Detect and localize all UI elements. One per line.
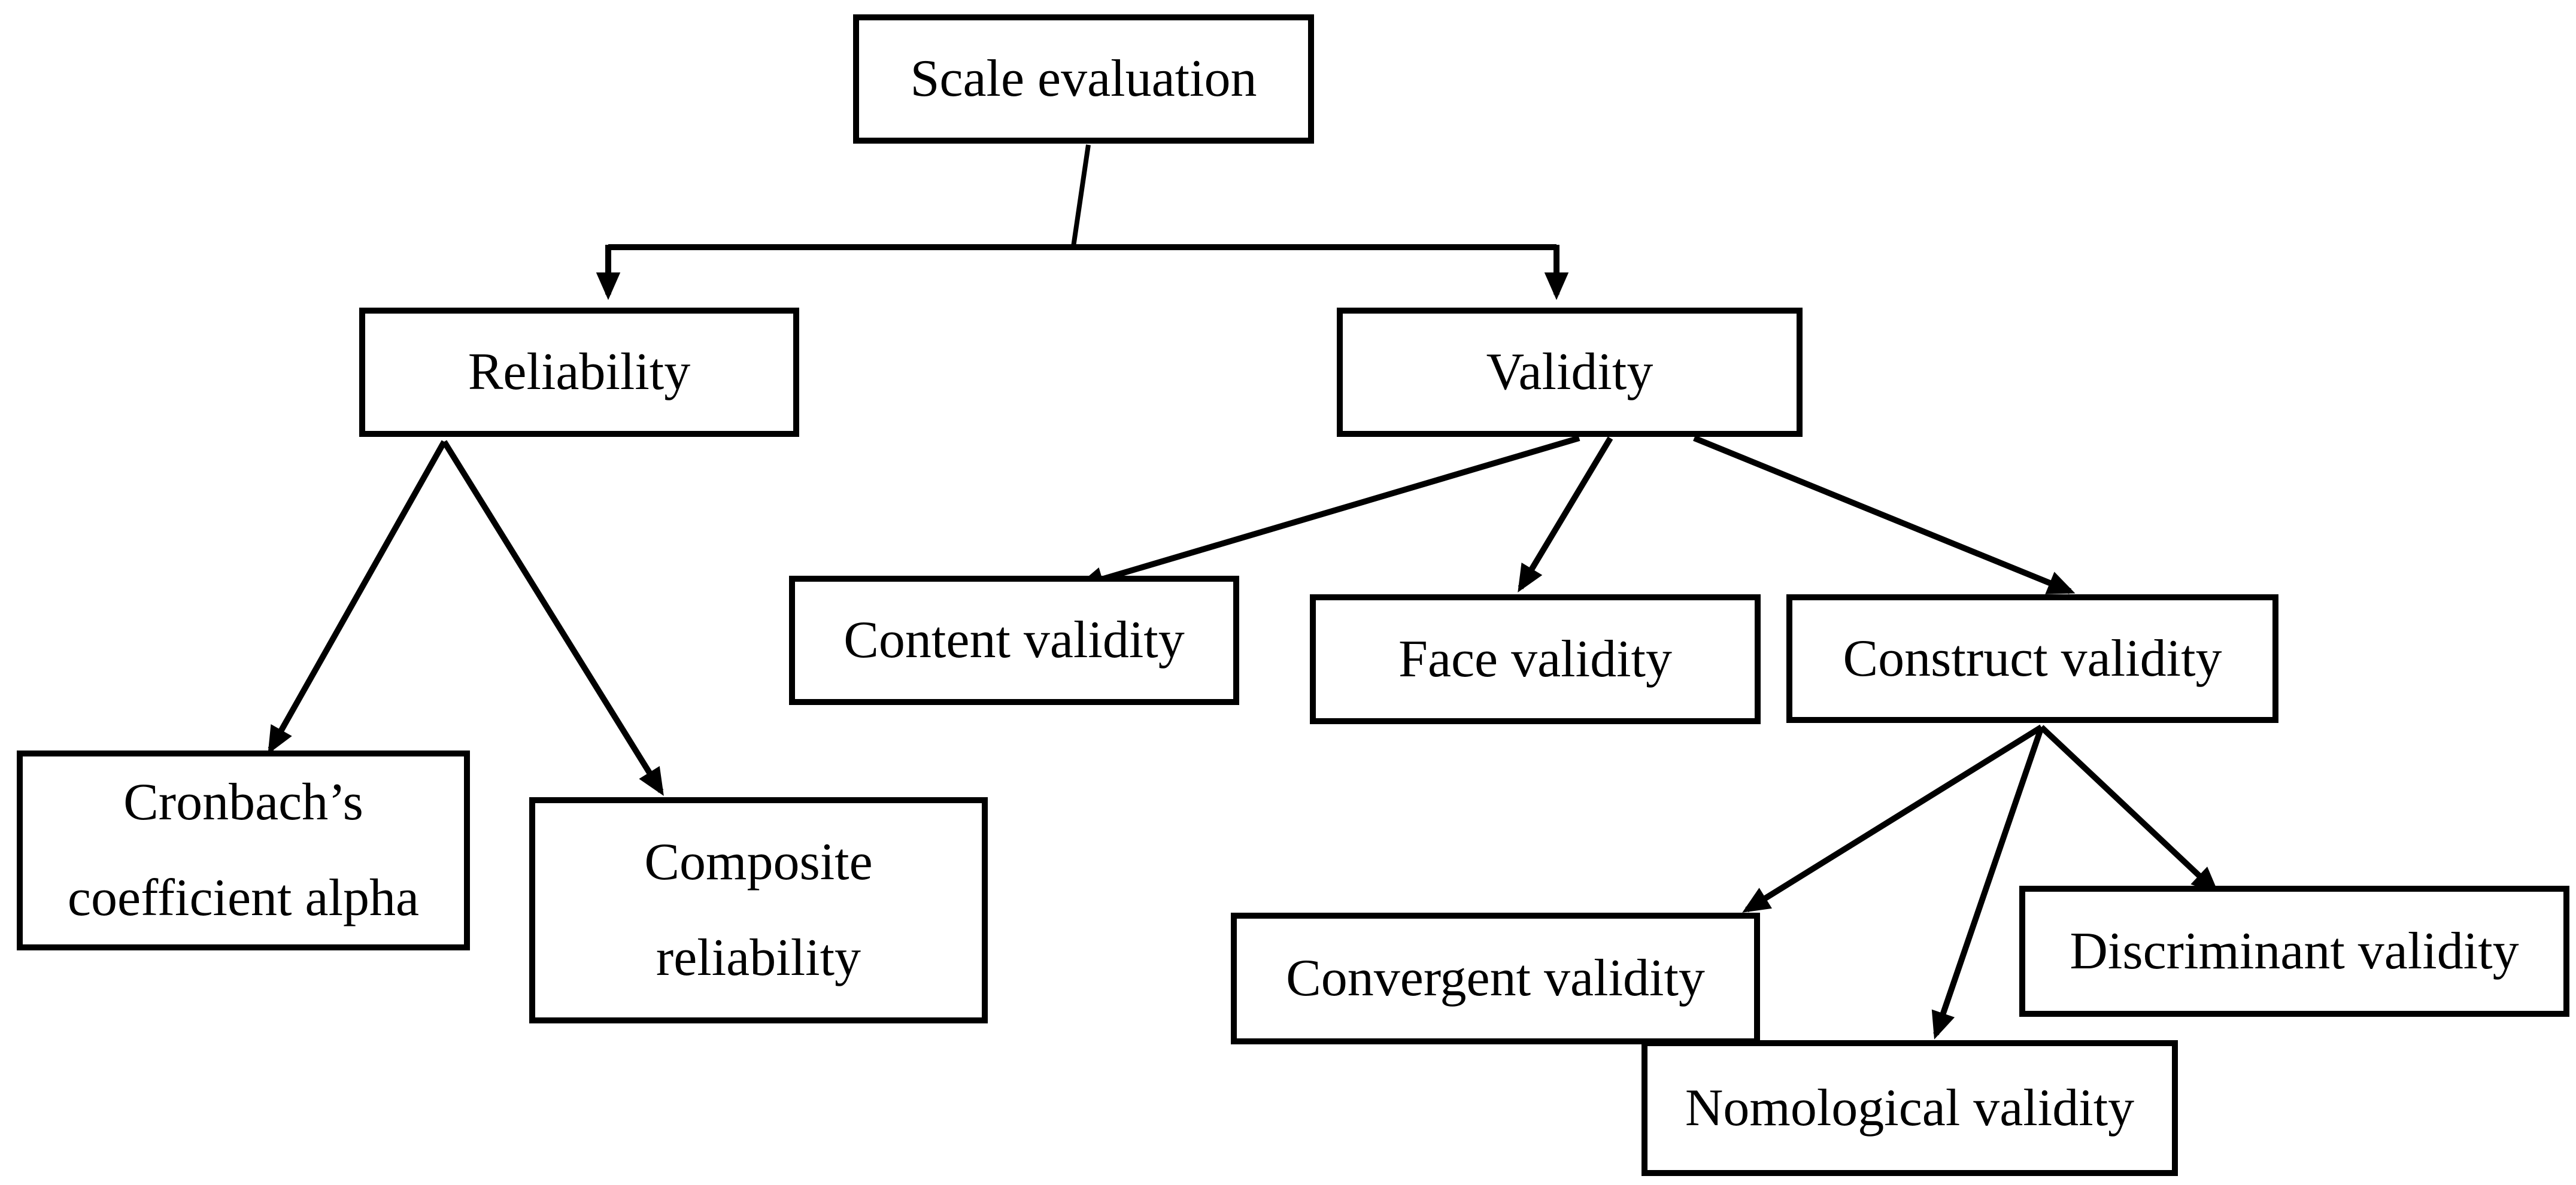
node-scale-evaluation-label: Scale evaluation xyxy=(910,50,1257,108)
node-validity: Validity xyxy=(1337,308,1803,437)
node-convergent-validity-label: Convergent validity xyxy=(1286,949,1705,1007)
node-composite-reliability-label: Composite reliability xyxy=(644,833,873,987)
node-discriminant-validity: Discriminant validity xyxy=(2019,886,2569,1017)
edge-validity-construct-validity xyxy=(1693,435,2076,594)
node-face-validity-label: Face validity xyxy=(1398,630,1672,688)
node-composite-reliability: Composite reliability xyxy=(529,797,988,1023)
edge-validity-content-validity xyxy=(1076,435,1580,591)
edge-scale-evaluation-stem xyxy=(1071,144,1091,247)
node-face-validity: Face validity xyxy=(1310,594,1761,724)
node-nomological-validity: Nomological validity xyxy=(1642,1040,2178,1176)
node-discriminant-validity-label: Discriminant validity xyxy=(2070,922,2519,980)
node-content-validity: Content validity xyxy=(789,576,1239,705)
node-cronbachs-coefficient-alpha: Cronbach’s coefficient alpha xyxy=(17,750,470,950)
edge-reliability-cronbachs-coefficient-alpha xyxy=(268,440,447,755)
node-construct-validity: Construct validity xyxy=(1786,594,2278,723)
node-convergent-validity: Convergent validity xyxy=(1231,913,1760,1044)
edge-validity-face-validity xyxy=(1518,436,1613,592)
node-cronbachs-coefficient-alpha-label: Cronbach’s coefficient alpha xyxy=(67,773,420,927)
edge-construct-validity-discriminant-validity xyxy=(2039,725,2219,895)
node-reliability: Reliability xyxy=(359,308,799,437)
node-content-validity-label: Content validity xyxy=(844,611,1185,669)
edge-construct-validity-convergent-validity xyxy=(1742,724,2043,913)
node-reliability-label: Reliability xyxy=(468,343,691,401)
node-construct-validity-label: Construct validity xyxy=(1843,629,2222,688)
node-scale-evaluation: Scale evaluation xyxy=(853,14,1314,144)
edge-reliability-composite-reliability xyxy=(441,440,664,796)
node-nomological-validity-label: Nomological validity xyxy=(1685,1078,2135,1137)
node-validity-label: Validity xyxy=(1486,343,1653,401)
